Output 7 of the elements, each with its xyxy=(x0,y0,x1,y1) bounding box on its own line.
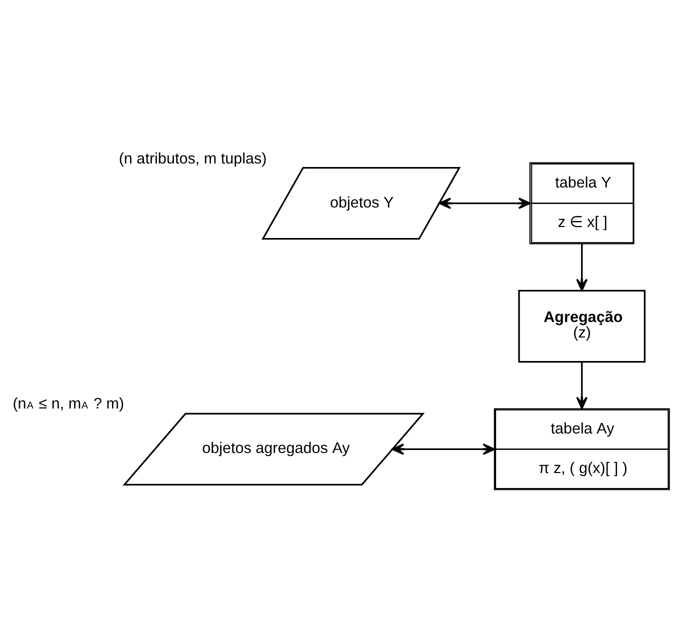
node-box: Agregação (z) xyxy=(518,290,646,363)
arrow xyxy=(576,362,588,410)
node-label: (nA ≤ n, mA ? m) xyxy=(12,395,124,412)
arrow xyxy=(392,443,496,455)
node-label: (n atributos, m tuplas) xyxy=(118,150,267,168)
arrow xyxy=(438,198,531,210)
arrow xyxy=(576,244,588,292)
